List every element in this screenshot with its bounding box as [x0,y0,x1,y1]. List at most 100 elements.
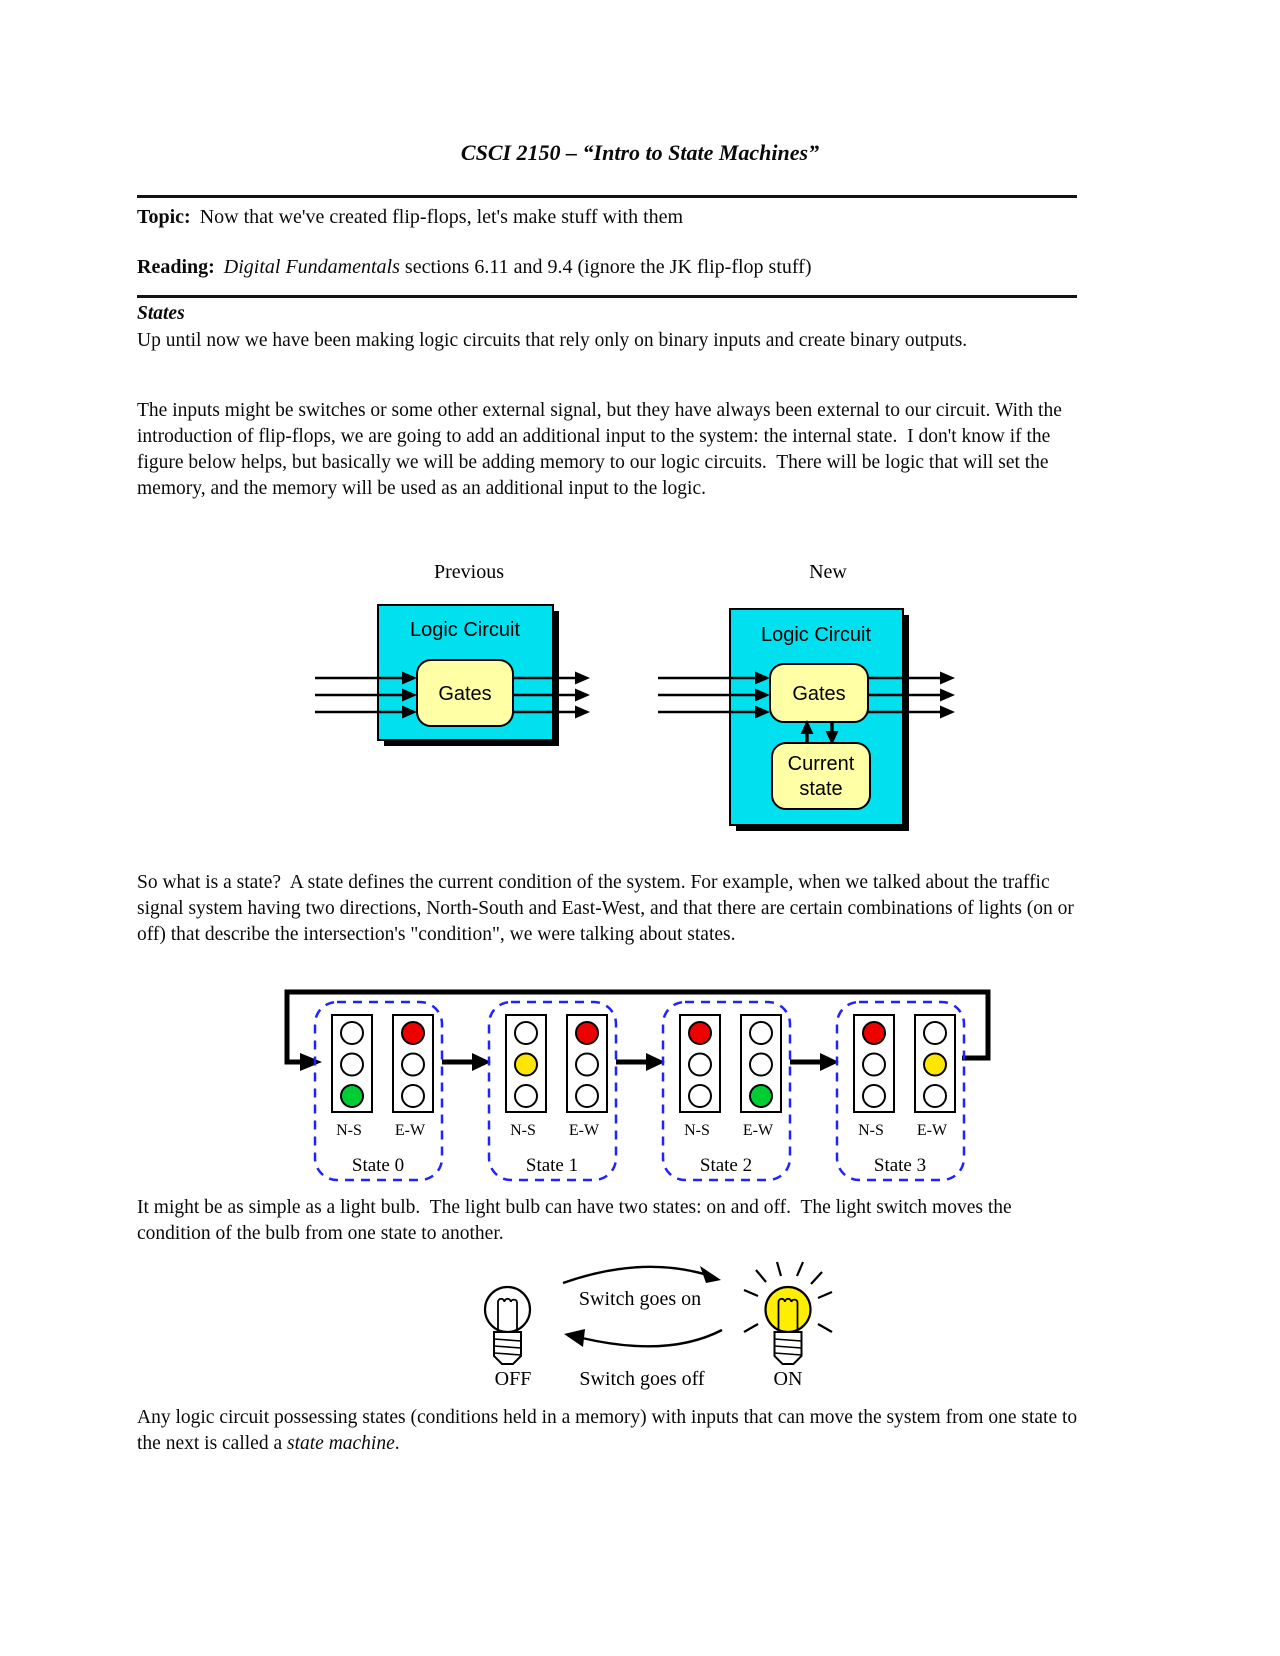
bulb-on-icon [743,1261,833,1365]
state-label: State 1 [526,1155,578,1176]
state-transition-arrows [442,1053,839,1071]
ns-light-bottom [688,1084,712,1108]
reading-text: sections 6.11 and 9.4 (ignore the JK fli… [404,256,812,278]
ns-light-middle [340,1052,364,1077]
reading-book-title: Digital Fundamentals [223,256,400,278]
ns-light-top [688,1021,712,1045]
ew-label: E-W [743,1122,774,1139]
switch-on-arrow [562,1265,721,1285]
new-gates-label: Gates [792,683,845,705]
off-label: OFF [495,1368,532,1390]
ew-light-bottom [923,1084,947,1108]
states-heading: States [137,303,185,324]
ew-light-top [749,1021,773,1045]
switch-off-label: Switch goes off [579,1368,705,1390]
feedback-loop [284,989,991,1071]
ns-light-middle [688,1052,712,1077]
current-state-label-line1: Current [788,753,855,775]
ns-light-middle [514,1052,538,1077]
previous-input-lines [315,676,404,714]
state-feedback-arrows [800,720,839,745]
previous-output-arrowheads [575,671,590,719]
reading-label: Reading: [137,256,215,278]
topic-text: Now that we've created flip-flops, let's… [199,206,684,228]
previous-circuit-figure: Logic Circuit Gates [315,604,590,746]
bulb-state-diagram: Switch goes on OFF Switch goes off ON [483,1261,833,1390]
ns-label: N-S [510,1122,536,1139]
arrow-down-icon [825,731,839,745]
ew-label: E-W [569,1122,600,1139]
ew-light-top [401,1021,425,1045]
state-label: State 2 [700,1155,752,1176]
state-0-group: N-S E-W State 0 [313,1000,444,1182]
ew-light-top [923,1021,947,1045]
state-1-dashed-border [487,1000,618,1182]
horizontal-rule-top [137,195,1077,198]
reading-line: Reading: Digital Fundamentals sections 6.… [137,256,1082,279]
state-machine-emphasis: state machine [286,1433,395,1454]
new-circuit-figure: Logic Circuit Gates [658,608,955,831]
topic-label: Topic: [137,206,191,228]
previous-output-lines [513,676,577,714]
paragraph-intro: Up until now we have been making logic c… [137,330,968,351]
state-0-dashed-border [313,1000,444,1182]
ew-light-bottom [749,1084,773,1108]
page-title: CSCI 2150 – “Intro to State Machines” [460,140,820,165]
ns-light-bottom [340,1084,364,1108]
logic-circuit-diagram: Previous New Logic Circuit Gates [315,561,955,831]
state-label: State 0 [352,1155,404,1176]
new-input-lines [658,676,757,714]
horizontal-rule-second [137,295,1077,298]
state-machine-text-before: Any logic circuit possessing states (con… [137,1407,1083,1454]
bulb-off-icon [483,1285,532,1365]
new-input-arrowheads [755,671,770,719]
ew-light-middle [749,1052,773,1077]
current-state-label-line2: state [799,778,842,800]
ns-light-top [862,1021,886,1045]
switch-off-arrow [564,1328,723,1348]
ew-light-top [575,1021,599,1045]
previous-box-title: Logic Circuit [410,619,520,641]
state-1-group: N-S E-W State 1 [487,1000,618,1182]
ns-label: N-S [336,1122,362,1139]
current-state-node [771,742,871,810]
ns-light-bottom [862,1084,886,1108]
ew-light-middle [923,1052,947,1077]
paragraph-state-machine: Any logic circuit possessing states (con… [137,1405,1082,1457]
ew-label: E-W [395,1122,426,1139]
state-machine-text-after: . [394,1433,400,1454]
previous-gates-label: Gates [438,683,491,705]
previous-gates-node [416,659,514,727]
ew-light-middle [401,1052,425,1077]
ns-light-middle [862,1052,886,1077]
ew-label: E-W [917,1122,948,1139]
ew-light-bottom [401,1084,425,1108]
state-label: State 3 [874,1155,926,1176]
new-label: New [809,561,847,583]
traffic-light-state-diagram: N-S E-W State 0 N-S E-W State 1 [284,989,991,1182]
paragraph-inputs: The inputs might be switches or some oth… [137,400,1067,499]
new-output-lines [868,676,942,714]
paragraph-light-bulb: It might be as simple as a light bulb. T… [137,1197,1017,1244]
new-output-arrowheads [940,671,955,719]
state-3-group: N-S E-W State 3 [835,1000,966,1182]
ns-light-top [340,1021,364,1045]
ns-light-bottom [514,1084,538,1108]
ns-label: N-S [684,1122,710,1139]
switch-on-label: Switch goes on [579,1288,701,1310]
state-3-dashed-border [835,1000,966,1182]
previous-label: Previous [434,561,504,583]
ns-light-top [514,1021,538,1045]
state-2-dashed-border [661,1000,792,1182]
light-rays-icon [743,1261,833,1333]
topic-line: Topic: Now that we've created flip-flops,… [137,206,1082,229]
ns-label: N-S [858,1122,884,1139]
new-box-title: Logic Circuit [761,624,871,646]
feedback-arrowhead-icon [300,1053,322,1071]
new-gates-node [769,663,869,723]
ew-light-middle [575,1052,599,1077]
ew-light-bottom [575,1084,599,1108]
arrow-up-icon [800,720,814,734]
previous-input-arrowheads [402,671,417,719]
